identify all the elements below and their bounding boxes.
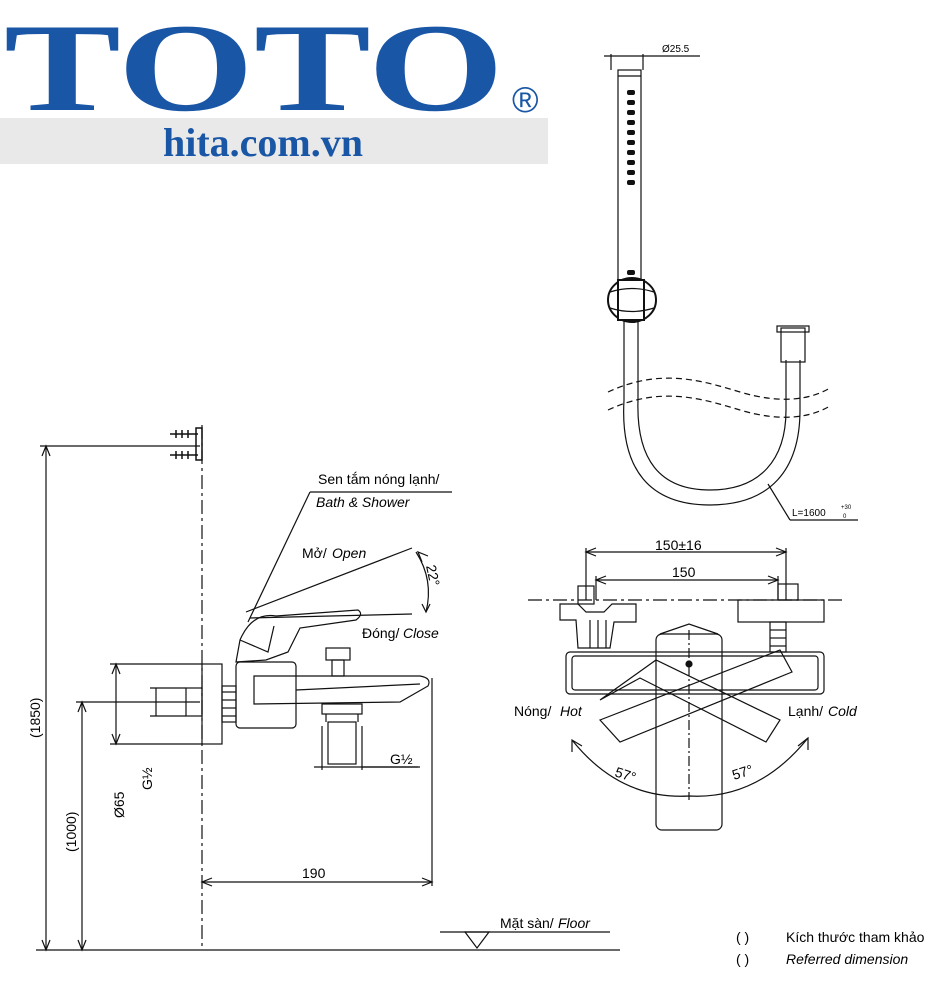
lever-angle-label: 22° (423, 563, 443, 587)
legend-paren-1: ( ) (736, 929, 749, 945)
inlet-thread-label: G½ (139, 767, 155, 790)
side-view-drawing (36, 425, 620, 952)
hose-tolerance-minus: 0 (843, 514, 847, 520)
hose-length: L=1600 (792, 508, 826, 519)
website-label: hita.com.vn (163, 120, 363, 165)
hot-label-en: Hot (560, 703, 583, 719)
hot-label-vi: Nóng/ (514, 703, 551, 719)
angle-left-label: 57° (613, 764, 638, 786)
legend-paren-2: ( ) (736, 951, 749, 967)
floor-label-vi: Mặt sàn/ (500, 915, 554, 931)
centers-range-label: 150±16 (655, 537, 702, 553)
logo-band (0, 118, 548, 164)
outlet-thread-label: G½ (390, 751, 413, 767)
bath-shower-label-vi: Sen tắm nóng lạnh/ (318, 471, 440, 487)
open-label-vi: Mở/ (302, 545, 327, 561)
total-height-label: (1850) (27, 698, 43, 738)
legend-en: Referred dimension (786, 951, 908, 967)
cold-label-en: Cold (828, 703, 858, 719)
handset-diameter: Ø25.5 (662, 44, 690, 55)
bath-shower-label-en: Bath & Shower (316, 494, 411, 510)
registered-mark: ® (512, 79, 539, 120)
centers-label: 150 (672, 564, 696, 580)
flange-diameter-label: Ø65 (111, 791, 127, 818)
legend-vi: Kích thước tham khảo (786, 929, 925, 945)
projection-label: 190 (302, 865, 326, 881)
open-label-en: Open (332, 545, 366, 561)
top-view-drawing (528, 547, 846, 831)
angle-right-label: 57° (730, 761, 755, 783)
hand-shower-drawing (604, 54, 858, 521)
floor-label-en: Floor (558, 915, 591, 931)
cold-label-vi: Lạnh/ (788, 703, 823, 719)
close-label-vi: Đóng/ (362, 625, 399, 641)
hose-tolerance-plus: +30 (841, 505, 852, 511)
toto-logo: TOTO (4, 0, 504, 138)
outlet-height-label: (1000) (63, 812, 79, 852)
close-label-en: Close (403, 625, 439, 641)
